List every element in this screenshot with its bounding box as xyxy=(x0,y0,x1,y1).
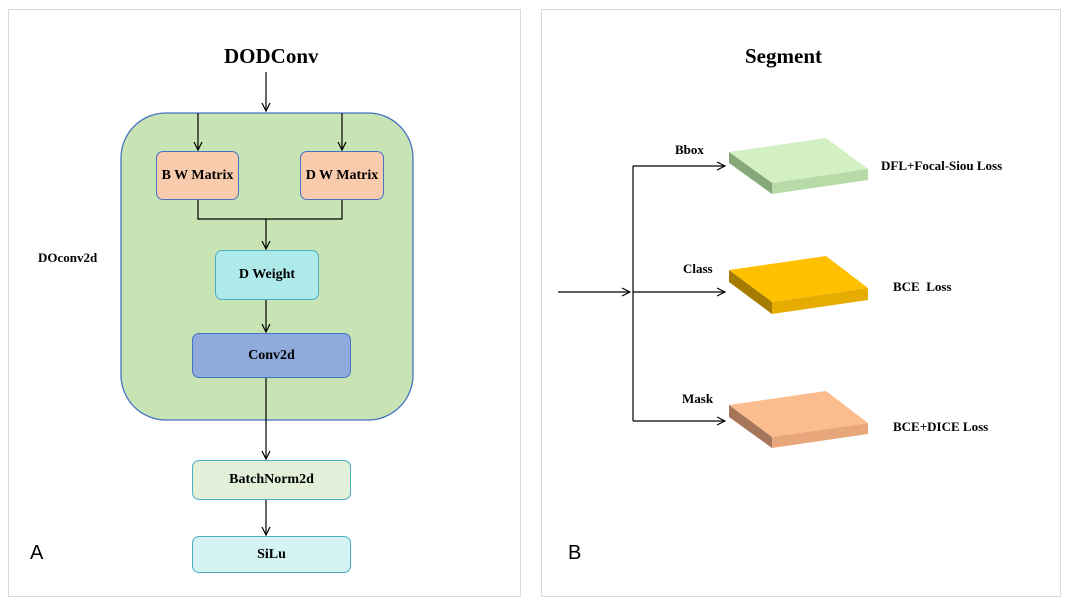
panel-a-letter: A xyxy=(30,542,44,564)
dw-matrix-box: D W Matrix xyxy=(300,151,384,200)
panel-a-title: DODConv xyxy=(224,44,319,68)
class-label: Class xyxy=(683,261,713,276)
panel-b-title: Segment xyxy=(745,44,822,68)
batchnorm-box: BatchNorm2d xyxy=(192,460,351,500)
bbox-label: Bbox xyxy=(675,142,704,157)
conv2d-box: Conv2d xyxy=(192,333,351,378)
doconv2d-label: DOconv2d xyxy=(38,250,98,265)
panel-b xyxy=(541,9,1061,597)
mask-label: Mask xyxy=(682,391,714,406)
silu-box: SiLu xyxy=(192,536,351,573)
d-weight-box: D Weight xyxy=(215,250,319,300)
panel-b-letter: B xyxy=(568,542,582,564)
bbox-loss-label: DFL+Focal-Siou Loss xyxy=(881,158,1003,173)
panel-a xyxy=(8,9,521,597)
bw-matrix-box: B W Matrix xyxy=(156,151,239,200)
mask-loss-label: BCE+DICE Loss xyxy=(893,419,989,434)
class-loss-label: BCE Loss xyxy=(893,279,952,294)
